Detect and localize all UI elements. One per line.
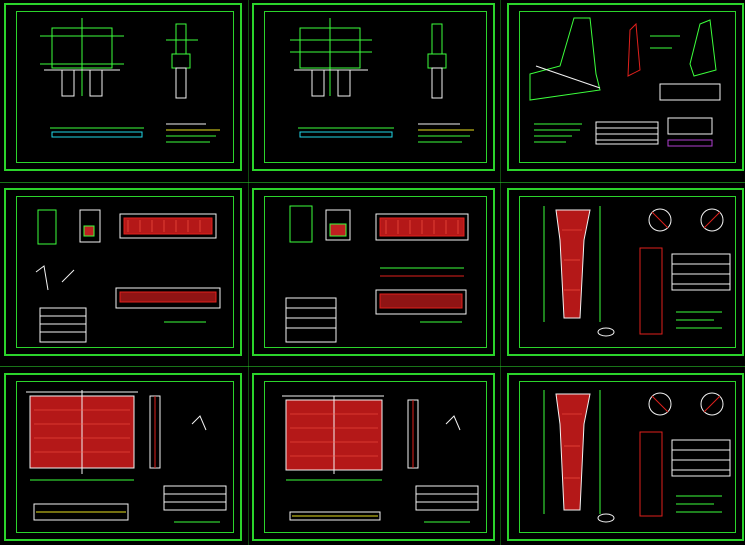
sheet-7-content bbox=[26, 390, 227, 523]
sheet-9-content bbox=[543, 390, 731, 523]
sheet-3-content bbox=[529, 17, 721, 147]
sheet-border bbox=[264, 381, 487, 533]
sheet-3[interactable] bbox=[507, 3, 744, 171]
sheet-border bbox=[16, 381, 234, 533]
sheet-4-content bbox=[35, 209, 221, 343]
sheet-8[interactable] bbox=[252, 373, 495, 541]
rebar-hatching bbox=[34, 220, 582, 479]
sheet-column-divider bbox=[248, 0, 249, 545]
sheet-border bbox=[16, 11, 234, 163]
sheet-border bbox=[264, 196, 487, 348]
sheet-6[interactable] bbox=[507, 188, 744, 356]
sheet-column-divider bbox=[500, 0, 501, 545]
sheet-8-content bbox=[282, 395, 479, 523]
sheet-5[interactable] bbox=[252, 188, 495, 356]
sheet-7[interactable] bbox=[4, 373, 242, 541]
sheet-1-content bbox=[40, 18, 220, 143]
sheet-2[interactable] bbox=[252, 3, 495, 171]
sheet-border bbox=[264, 11, 487, 163]
sheet-row-divider bbox=[0, 366, 745, 367]
sheet-5-content bbox=[285, 205, 469, 343]
sheet-6-content bbox=[543, 206, 731, 337]
sheet-row-divider bbox=[0, 182, 745, 183]
sheet-2-content bbox=[290, 18, 474, 143]
sheet-9[interactable] bbox=[507, 373, 744, 541]
sheet-border bbox=[16, 196, 234, 348]
sheet-1[interactable] bbox=[4, 3, 242, 171]
sheet-4[interactable] bbox=[4, 188, 242, 356]
sheet-border bbox=[519, 11, 736, 163]
sheet-border bbox=[519, 381, 736, 533]
sheet-border bbox=[519, 196, 736, 348]
